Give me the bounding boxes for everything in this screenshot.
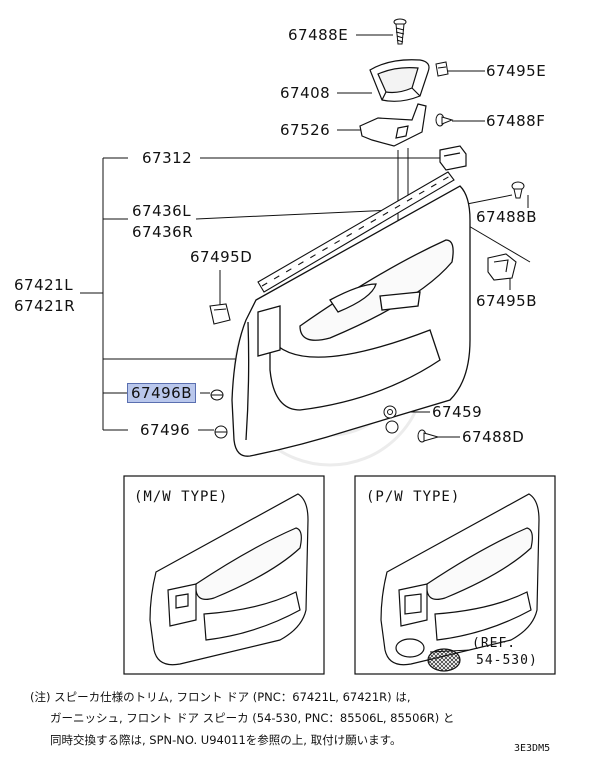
- pw-door-panel-icon: [380, 493, 540, 666]
- inset-box-left: [123, 475, 325, 675]
- speaker-grille-icon: [427, 648, 461, 672]
- label-67488b[interactable]: 67488B: [476, 208, 538, 226]
- clip-67495e-icon: [435, 61, 449, 77]
- mw-type-title: (M/W TYPE): [134, 489, 229, 505]
- mw-door-panel-icon: [149, 493, 309, 666]
- bracket-67526-icon: [359, 103, 427, 147]
- label-67495b[interactable]: 67495B: [476, 292, 538, 310]
- screw-67488b-icon: [511, 181, 525, 199]
- label-67488f[interactable]: 67488F: [486, 112, 546, 130]
- screw-67488e-icon: [393, 18, 407, 45]
- leader-lines: [80, 34, 531, 438]
- label-67421r[interactable]: 67421R: [14, 297, 76, 315]
- label-67495e[interactable]: 67495E: [486, 62, 547, 80]
- label-67496b-highlighted[interactable]: 67496B: [127, 383, 197, 403]
- weatherstrip-67436-icon: [257, 171, 455, 293]
- footnote-line-2: ガーニッシュ, フロント ドア スピーカ (54-530, PNC：85506L…: [50, 711, 455, 725]
- label-67421l[interactable]: 67421L: [14, 276, 74, 294]
- label-67459[interactable]: 67459: [432, 403, 483, 421]
- ref-leader: [429, 649, 471, 653]
- clip-67459-icon: [383, 405, 399, 434]
- label-67526[interactable]: 67526: [280, 121, 331, 139]
- clip-67496-icon: [214, 425, 228, 439]
- label-67436l[interactable]: 67436L: [132, 202, 192, 220]
- screw-67488f-icon: [435, 113, 454, 127]
- clip-67496b-icon: [210, 389, 224, 401]
- diagram-code: 3E3DM5: [514, 743, 551, 754]
- ref-line-2: 54-530): [476, 653, 538, 668]
- inset-box-right: [354, 475, 556, 675]
- clip-67495b-icon: [487, 253, 517, 281]
- footnote-line-1: (注) スピーカ仕様のトリム, フロント ドア (PNC：67421L, 674…: [30, 690, 411, 704]
- label-67495d[interactable]: 67495D: [190, 248, 253, 266]
- label-67312[interactable]: 67312: [142, 149, 193, 167]
- screw-67488d-icon: [417, 429, 440, 443]
- pull-cup-67408-icon: [369, 59, 430, 102]
- label-67488d[interactable]: 67488D: [462, 428, 525, 446]
- label-67488e[interactable]: 67488E: [288, 26, 349, 44]
- label-67408[interactable]: 67408: [280, 84, 331, 102]
- pw-type-title: (P/W TYPE): [366, 489, 461, 505]
- clip-67495d-icon: [209, 303, 231, 325]
- label-67496[interactable]: 67496: [140, 421, 191, 439]
- ref-line-1: (REF.: [472, 636, 517, 651]
- door-trim-panel-icon: [231, 185, 471, 457]
- label-67436r[interactable]: 67436R: [132, 223, 194, 241]
- footnote-line-3: 同時交換する際は, SPN-NO. U94011を参照の上, 取付け願います。: [50, 733, 402, 747]
- clip-67312-icon: [439, 145, 467, 171]
